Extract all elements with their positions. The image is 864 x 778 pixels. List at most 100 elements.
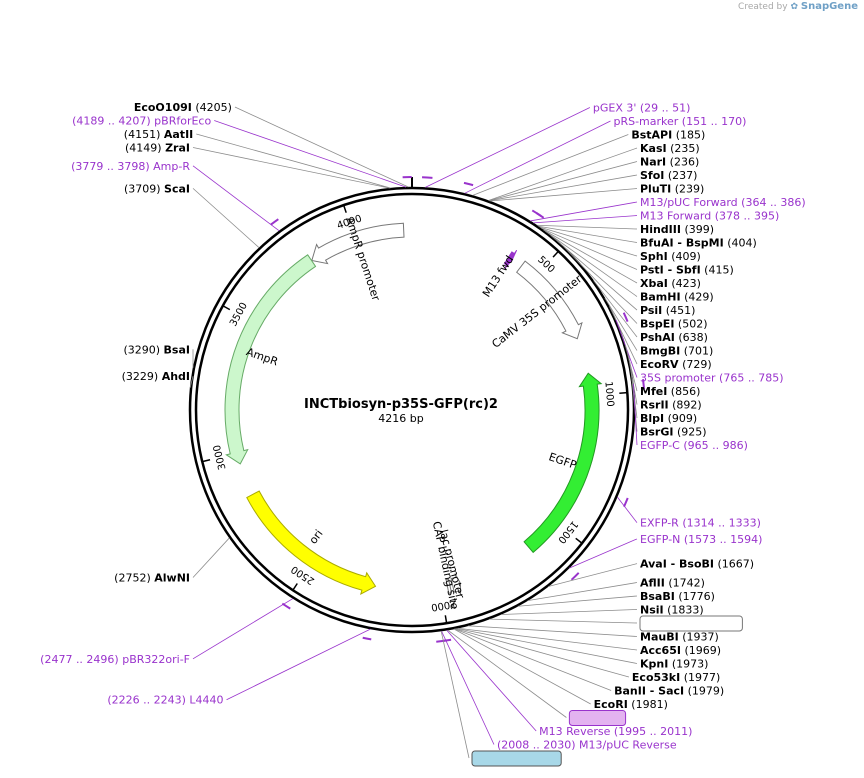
primer-label-m13-reverse[interactable]: M13 Reverse (1995 .. 2011) <box>446 630 693 738</box>
primer-label-m13-forward[interactable]: M13 Forward (378 .. 395) <box>533 210 779 224</box>
primer-label-amp-r[interactable]: (3779 .. 3798) Amp-R <box>71 160 280 232</box>
feature-ampr[interactable]: AmpR <box>224 254 317 465</box>
enzyme-label-bstapi[interactable]: BstAPI (185) <box>472 129 706 196</box>
primer-label-egfp-n[interactable]: EGFP-N (1573 .. 1594) <box>569 533 762 569</box>
site-position: (3290) <box>123 343 160 356</box>
feature-arrow-cap-binding-site[interactable] <box>445 578 453 594</box>
enzyme-label-aatii[interactable]: (4151) AatII <box>124 128 391 189</box>
label-text: EcoRI (1981) <box>594 698 668 711</box>
label-text: (3709) ScaI <box>124 182 190 195</box>
primer-mark-pgex-3[interactable] <box>422 176 433 179</box>
label-text: M13 Reverse (1995 .. 2011) <box>539 725 692 738</box>
primer-mark-35s-promoter[interactable] <box>622 312 629 323</box>
feature-egfp[interactable]: EGFP <box>523 372 603 554</box>
enzyme-label-pshai[interactable]: PshAI (638) <box>593 280 708 344</box>
enzyme-label-nsii[interactable]: NsiI (1833) <box>500 604 704 617</box>
plasmid-name: INCTbiosyn-p35S-GFP(rc)2 <box>304 397 498 412</box>
feature-arrow-egfp[interactable] <box>523 372 603 554</box>
site-name: PluTI <box>640 183 671 196</box>
feature-ori[interactable]: ori <box>246 490 377 596</box>
feature-arrow-camv-35s-promoter[interactable] <box>515 260 583 340</box>
primer-label-prs-marker[interactable]: pRS-marker (151 .. 170) <box>464 115 747 194</box>
primer-label-m13-puc-forward[interactable]: M13/pUC Forward (364 .. 386) <box>530 196 806 222</box>
feature-arrow-m13-fwd[interactable] <box>503 249 518 269</box>
feature-box-m13-rev[interactable]: M13 rev <box>447 629 627 726</box>
enzyme-label-hindiii[interactable]: HindIII (399) <box>536 223 714 236</box>
enzyme-label-alwni[interactable]: (2752) AlwNI <box>114 537 230 585</box>
primer-mark-l4440[interactable] <box>362 636 372 641</box>
enzyme-label-ahdi[interactable]: (3229) AhdI <box>122 370 194 388</box>
enzyme-label-zrai[interactable]: (4149) ZraI <box>125 142 390 189</box>
enzyme-label-pluti[interactable]: PluTI (239) <box>489 183 705 202</box>
enzyme-label-nari[interactable]: NarI (236) <box>488 156 699 202</box>
enzyme-label-scai[interactable]: (3709) ScaI <box>124 182 260 248</box>
enzyme-label-avai-bsobi[interactable]: AvaI - BsoBI (1667) <box>548 558 754 587</box>
credit-brand: SnapGene <box>800 1 858 12</box>
primer-mark-m13-puc-reverse[interactable] <box>436 639 447 643</box>
primer-mark-prs-marker[interactable] <box>463 181 474 187</box>
primer-label-exfp-r[interactable]: EXFP-R (1314 .. 1333) <box>617 496 761 530</box>
primer-label-egfp-c[interactable]: EGFP-C (965 .. 986) <box>633 383 748 452</box>
leader-line <box>189 376 194 388</box>
enzyme-label-bsabi[interactable]: BsaBI (1776) <box>517 590 715 607</box>
enzyme-label-ecoo109i[interactable]: EcoO109I (4205) <box>134 101 409 188</box>
label-text: BspEI (502) <box>640 318 708 331</box>
enzyme-label-bfuai-bspmi[interactable]: BfuAI - BspMI (404) <box>538 225 757 250</box>
site-position: (151 .. 170) <box>682 115 747 128</box>
feature-m13-fwd[interactable]: M13 fwd <box>480 249 518 299</box>
tick-mark-1500 <box>575 537 583 544</box>
enzyme-label-bmgbi[interactable]: BmgBI (701) <box>604 297 713 358</box>
primer-label-m13-puc-reverse[interactable]: (2008 .. 2030) M13/pUC Reverse <box>441 630 677 752</box>
enzyme-label-xbai[interactable]: XbaI (423) <box>543 229 701 290</box>
feature-box-nos-terminator[interactable]: NOS terminator <box>489 615 743 632</box>
enzyme-label-bsai[interactable]: (3290) BsaI <box>123 343 194 368</box>
label-text: KpnI (1973) <box>640 658 708 671</box>
leader-line <box>541 227 638 270</box>
enzyme-label-kpni[interactable]: KpnI (1973) <box>456 628 709 671</box>
primer-mark-egfp-n[interactable] <box>570 572 580 581</box>
primer-label-35s-promoter[interactable]: 35S promoter (765 .. 785) <box>615 319 784 385</box>
feature-arrow-ampr-promoter[interactable] <box>311 222 405 265</box>
feature-box-lac-operator[interactable]: lac operator <box>440 630 562 767</box>
enzyme-label-banii-saci[interactable]: BanII - SacI (1979) <box>454 628 725 698</box>
enzyme-label-bspei[interactable]: BspEI (502) <box>563 246 708 331</box>
leader-line <box>441 630 495 745</box>
enzyme-label-maubi[interactable]: MauBI (1937) <box>468 625 719 644</box>
leader-line <box>488 161 638 202</box>
primer-label-l4440[interactable]: (2226 .. 2243) L4440 <box>107 628 371 707</box>
site-position: (1937) <box>682 631 719 644</box>
primer-mark-amp-r[interactable] <box>270 218 279 226</box>
label-text: BmgBI (701) <box>640 345 713 358</box>
enzyme-label-ecorv[interactable]: EcoRV (729) <box>608 305 712 371</box>
enzyme-label-sphi[interactable]: SphI (409) <box>539 226 701 263</box>
feature-arrow-lac-promoter[interactable] <box>450 573 462 595</box>
site-name: ScaI <box>164 182 190 195</box>
enzyme-label-psti-sbfi[interactable]: PstI - SbfI (415) <box>541 227 734 277</box>
feature-ampr-promoter[interactable]: AmpR promoter <box>311 215 405 303</box>
leader-line <box>457 627 638 651</box>
enzyme-label-mfei[interactable]: MfeI (856) <box>624 345 700 398</box>
enzyme-label-aflii[interactable]: AflII (1742) <box>527 577 705 602</box>
enzyme-label-acc65i[interactable]: Acc65I (1969) <box>457 627 721 657</box>
enzyme-label-sfoi[interactable]: SfoI (237) <box>489 169 697 202</box>
feature-arrow-ampr[interactable] <box>224 254 317 465</box>
primer-label-pbr322ori-f[interactable]: (2477 .. 2496) pBR322ori-F <box>40 598 294 666</box>
feature-arrow-ori[interactable] <box>246 490 377 596</box>
primer-mark-m13-forward[interactable] <box>535 212 545 219</box>
site-position: (235) <box>670 142 700 155</box>
primer-mark-exfp-r[interactable] <box>623 497 629 508</box>
enzyme-label-ecori[interactable]: EcoRI (1981) <box>453 628 668 711</box>
leader-line <box>472 134 629 196</box>
site-position: (4149) <box>125 142 162 155</box>
primer-mark-egfp-c[interactable] <box>641 379 646 390</box>
enzyme-label-eco53ki[interactable]: Eco53kI (1977) <box>455 628 720 684</box>
site-name: BsrGI <box>640 426 673 439</box>
site-name: MauBI <box>640 631 679 644</box>
enzyme-label-bamhi[interactable]: BamHI (429) <box>544 230 714 304</box>
primer-mark-pbr322ori-f[interactable] <box>281 602 291 610</box>
primer-label-pbrforeco[interactable]: (4189 .. 4207) pBRforEco <box>72 115 407 188</box>
primer-label-pgex-3[interactable]: pGEX 3' (29 .. 51) <box>425 102 690 188</box>
site-position: (765 .. 785) <box>719 372 784 385</box>
site-position: (1314 .. 1333) <box>682 517 761 530</box>
enzyme-label-kasi[interactable]: KasI (235) <box>488 142 700 201</box>
